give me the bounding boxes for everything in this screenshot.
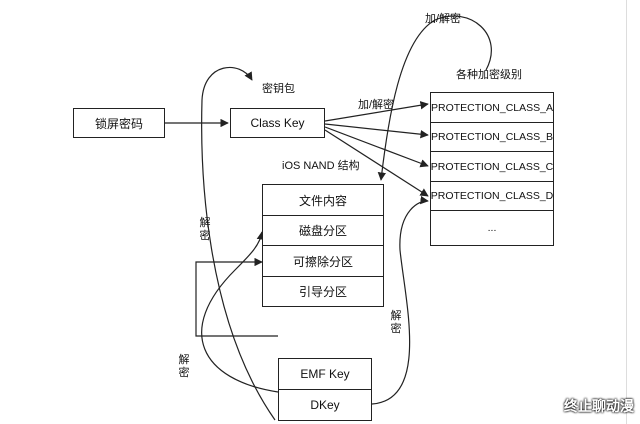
- lock-password-box: 锁屏密码: [73, 108, 165, 138]
- protection-class-more-label: ...: [487, 222, 497, 234]
- encrypt-decrypt-mid-label: 加/解密: [358, 99, 395, 111]
- protection-class-d-label: PROTECTION_CLASS_D: [430, 190, 554, 202]
- decrypt-bottom-label: 解密: [178, 354, 190, 379]
- nand-file-content-box: 文件内容: [262, 184, 384, 216]
- class-key-label: Class Key: [250, 116, 305, 130]
- class-levels-label: 各种加密级别: [456, 69, 522, 81]
- protection-class-a-box: PROTECTION_CLASS_A: [430, 92, 554, 123]
- protection-class-b-box: PROTECTION_CLASS_B: [430, 121, 554, 153]
- dkey-box: DKey: [278, 388, 372, 421]
- protection-class-c-box: PROTECTION_CLASS_C: [430, 151, 554, 182]
- dkey-label: DKey: [310, 397, 340, 412]
- emf-key-box: EMF Key: [278, 358, 372, 390]
- protection-class-c-label: PROTECTION_CLASS_C: [430, 160, 554, 173]
- protection-class-d-box: PROTECTION_CLASS_D: [430, 180, 554, 212]
- lock-password-label: 锁屏密码: [94, 116, 143, 131]
- nand-disk-partition-label: 磁盘分区: [298, 224, 347, 238]
- protection-class-b-label: PROTECTION_CLASS_B: [431, 131, 553, 143]
- page-edge-divider: [626, 0, 627, 424]
- nand-file-content-label: 文件内容: [298, 193, 347, 208]
- keybag-label: 密钥包: [262, 83, 295, 95]
- nand-disk-partition-box: 磁盘分区: [262, 214, 384, 247]
- nand-boot-partition-label: 引导分区: [298, 284, 347, 299]
- class-key-box: Class Key: [230, 108, 325, 138]
- decrypt-left-label: 解密: [199, 217, 211, 242]
- protection-class-a-label: PROTECTION_CLASS_A: [431, 101, 553, 114]
- nand-boot-partition-box: 引导分区: [262, 275, 384, 307]
- watermark-text: 终止聊动漫: [564, 398, 634, 414]
- ios-nand-label: iOS NAND 结构: [282, 160, 360, 172]
- decrypt-right-label: 解密: [390, 310, 402, 335]
- emf-key-label: EMF Key: [300, 367, 350, 381]
- nand-erasable-partition-label: 可擦除分区: [292, 254, 353, 269]
- nand-erasable-partition-box: 可擦除分区: [262, 245, 384, 277]
- encrypt-decrypt-top-label: 加/解密: [425, 13, 462, 25]
- protection-class-more-box: ...: [430, 210, 554, 246]
